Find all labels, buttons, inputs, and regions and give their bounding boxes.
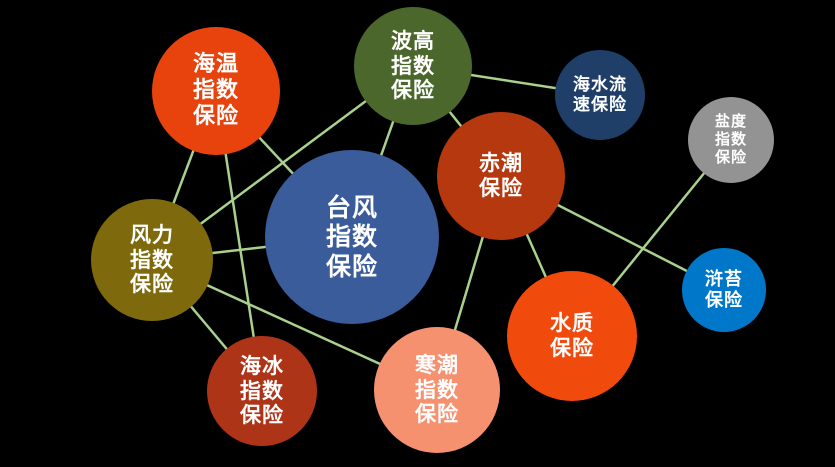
node-water-quality: 水质保险 [507,271,637,401]
node-sea-ice-index-label-line: 海冰 [240,353,284,378]
node-wind-index: 风力指数保险 [91,199,213,321]
node-wind-index-label-line: 风力 [130,222,174,247]
node-cold-wave-index-label-line: 保险 [415,402,459,427]
node-cold-wave-index: 寒潮指数保险 [374,327,500,453]
node-salinity-index-label-line: 指数 [714,130,747,149]
node-wave-height-index-label-line: 波高 [391,28,435,53]
node-cold-wave-index-label-line: 指数 [415,377,459,402]
node-cold-wave-index-label-line: 寒潮 [415,352,459,377]
node-wave-height-index-label-line: 指数 [391,53,435,78]
node-green-algae: 浒苔保险 [682,248,766,332]
node-sea-temp-index-label-line: 海温 [192,52,239,78]
node-typhoon-index: 台风指数保险 [265,150,439,324]
node-typhoon-index-label-line: 台风 [325,192,378,222]
node-sea-current: 海水流速保险 [555,50,645,140]
node-water-quality-label-line: 保险 [550,336,594,360]
node-wind-index-label-line: 指数 [130,247,174,272]
node-sea-temp-index-label-line: 指数 [192,78,239,104]
node-red-tide-label-line: 赤潮 [479,151,523,176]
node-salinity-index-label-line: 保险 [714,147,747,166]
node-water-quality-label-line: 水质 [550,311,594,336]
node-green-algae-label-line: 浒苔 [705,268,743,290]
node-wave-height-index: 波高指数保险 [354,7,472,125]
node-sea-ice-index: 海冰指数保险 [207,336,317,446]
node-typhoon-index-label-line: 指数 [325,222,378,252]
node-wind-index-label-line: 保险 [130,272,174,297]
node-typhoon-index-label-line: 保险 [325,251,378,281]
node-wave-height-index-label-line: 保险 [391,78,435,103]
node-red-tide-label-line: 保险 [479,176,523,200]
node-red-tide: 赤潮保险 [437,112,565,240]
node-sea-ice-index-label-line: 指数 [240,378,284,403]
node-salinity-index: 盐度指数保险 [688,97,774,183]
node-sea-ice-index-label-line: 保险 [240,403,284,428]
node-green-algae-label-line: 保险 [705,290,743,311]
node-salinity-index-label-line: 盐度 [714,112,747,131]
node-sea-current-label-line: 速保险 [573,95,627,115]
node-sea-current-label-line: 海水流 [573,74,627,95]
node-sea-temp-index-label-line: 保险 [192,103,239,129]
node-sea-temp-index: 海温指数保险 [152,27,280,155]
